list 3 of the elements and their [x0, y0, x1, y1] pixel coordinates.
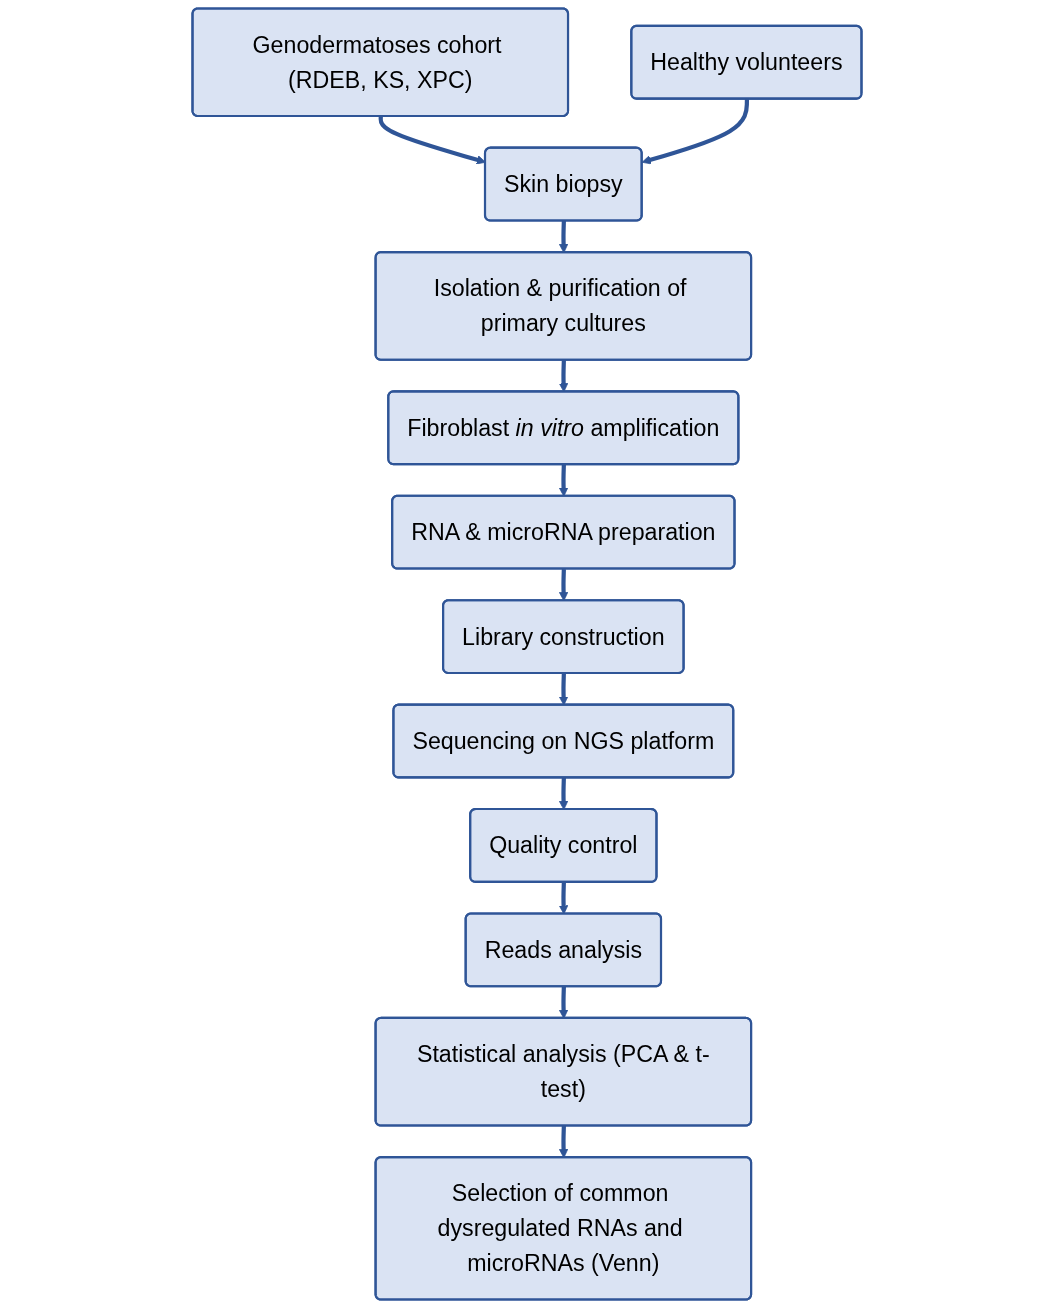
- arrow: [558, 777, 569, 810]
- arrow: [378, 116, 486, 165]
- arrow: [641, 99, 750, 165]
